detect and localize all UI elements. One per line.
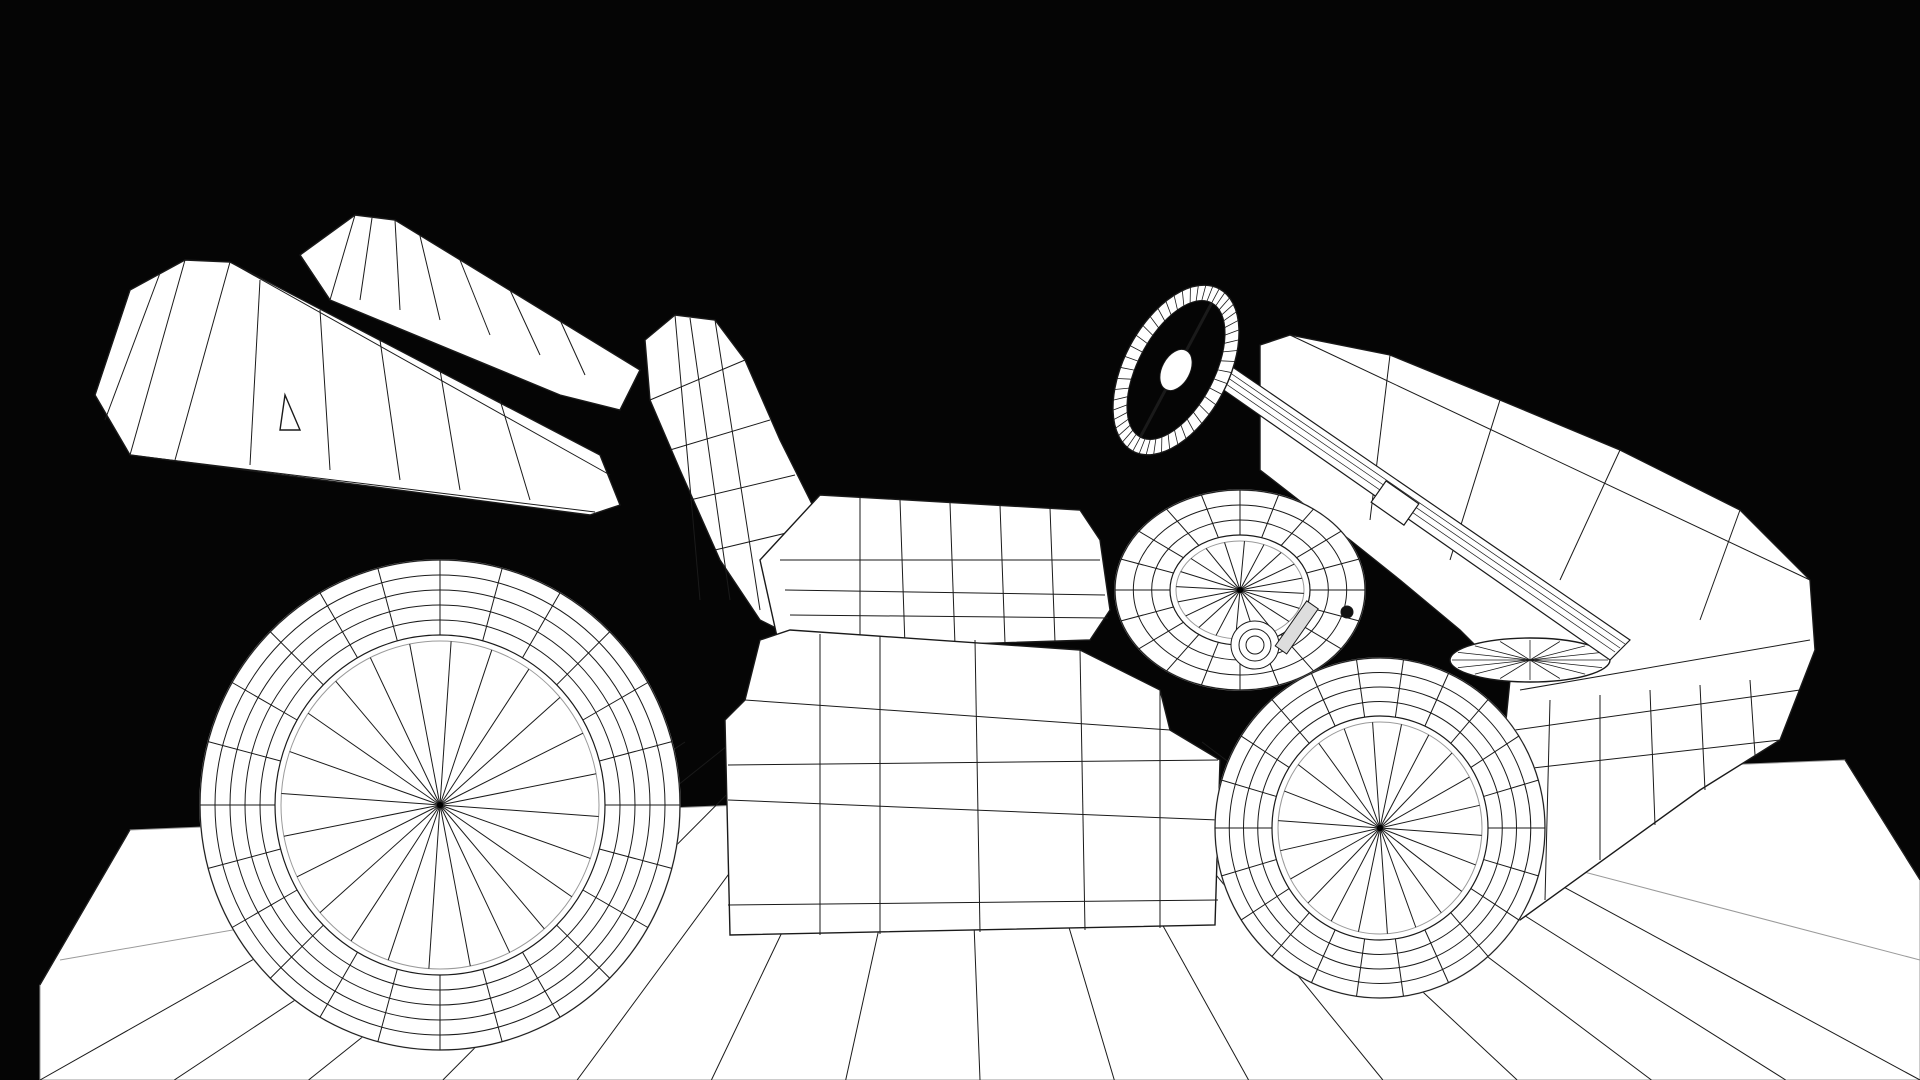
wheels [199, 489, 1546, 1051]
exhaust-pipes [94, 214, 641, 516]
axle-detail [1230, 600, 1354, 670]
side-pod [724, 629, 1221, 936]
front-left-wheel [1214, 657, 1546, 999]
steering-wheel [1112, 284, 1240, 456]
rear-body [759, 494, 1111, 651]
rear-left-wheel [199, 559, 681, 1051]
